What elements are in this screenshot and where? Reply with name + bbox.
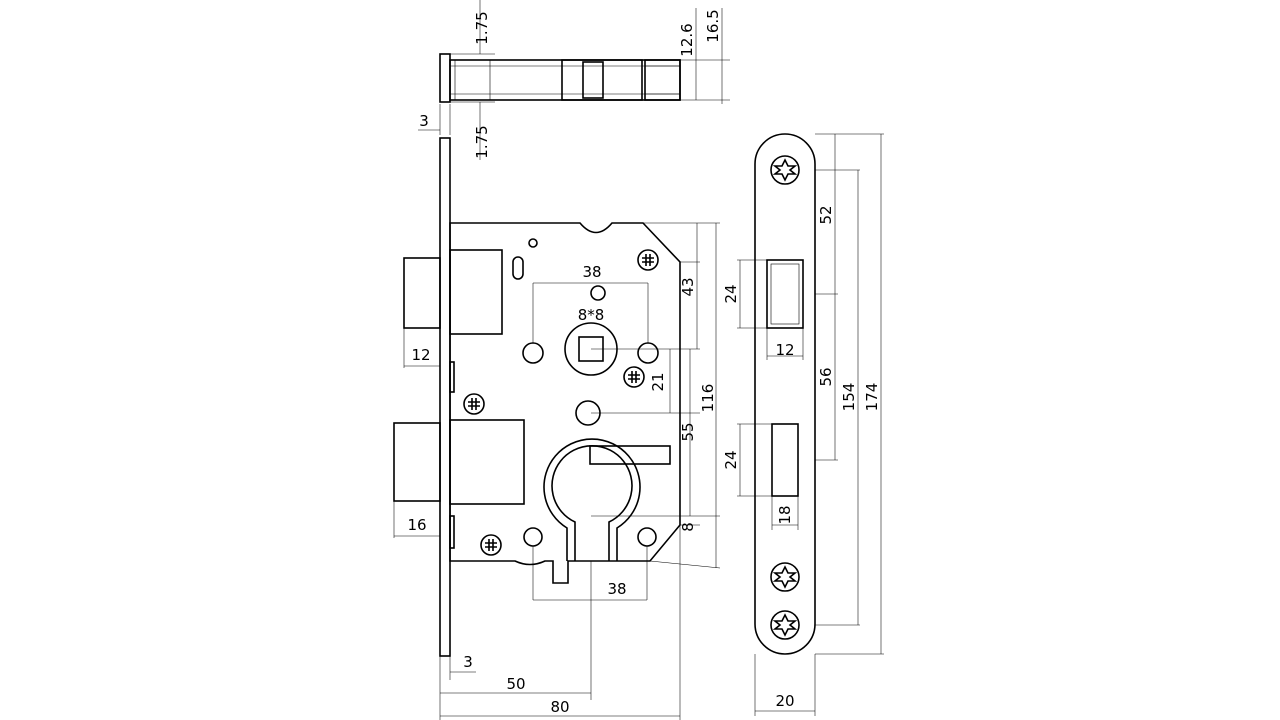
case-screw: [637, 249, 659, 271]
top-view: 1.75 12.6 16.5 3 1.75: [418, 0, 730, 160]
front-view: 38 8*8 12 16 21 43 116 55 8 38 3 50 80: [393, 137, 721, 720]
dim-12: 12: [411, 346, 430, 364]
spindle-label: 8*8: [578, 306, 605, 324]
bolt-opening: [771, 423, 799, 497]
top-spindle-hub: [561, 59, 643, 101]
strike-plate: 24 12 24 18 52 56 154 174 20: [722, 133, 884, 716]
strike-dim-52: 52: [817, 205, 835, 224]
strike-dim-24-top: 24: [722, 284, 740, 303]
dim-16: 16: [407, 516, 426, 534]
latch-bolt-body: [449, 249, 503, 335]
dim-3: 3: [463, 653, 473, 671]
strike-dim-154: 154: [840, 383, 858, 412]
slot: [512, 256, 524, 280]
lock-case: [449, 222, 681, 584]
top-dim-1.75-lower: 1.75: [473, 125, 491, 158]
dim-21: 21: [649, 372, 667, 391]
dim-43: 43: [679, 277, 697, 296]
strike-screw-top: [770, 155, 800, 185]
top-dim-16.5: 16.5: [704, 9, 722, 42]
dim-38-bottom: 38: [607, 580, 626, 598]
strike-dim-56: 56: [817, 367, 835, 386]
strike-screw-bottom: [770, 610, 800, 640]
top-dim-3: 3: [419, 112, 429, 130]
top-faceplate: [439, 53, 451, 103]
strike-screw-middle: [770, 562, 800, 592]
faceplate: [439, 137, 451, 657]
top-cylinder-boss: [644, 59, 681, 101]
top-dim-12.6: 12.6: [678, 23, 696, 56]
dim-8: 8: [679, 522, 697, 532]
case-screw: [463, 393, 485, 415]
dim-55: 55: [679, 422, 697, 441]
strike-dim-174: 174: [863, 383, 881, 412]
dead-bolt-body: [449, 419, 525, 505]
dim-50: 50: [506, 675, 525, 693]
case-screw: [623, 366, 645, 388]
cylinder-cutout: [551, 444, 633, 561]
dim-38-top: 38: [582, 263, 601, 281]
dead-bolt: [393, 422, 441, 502]
case-screw: [480, 534, 502, 556]
strike-dim-12: 12: [775, 341, 794, 359]
top-follower: [582, 61, 604, 99]
strike-dim-18: 18: [776, 505, 794, 524]
dim-116: 116: [699, 384, 717, 413]
top-dim-1.75-upper: 1.75: [473, 11, 491, 44]
strike-dim-20: 20: [775, 692, 794, 710]
latch-bolt: [403, 257, 441, 329]
strike-plate-outline: [754, 133, 816, 655]
slot-window: [589, 445, 671, 465]
dim-80: 80: [550, 698, 569, 716]
strike-dim-24-bottom: 24: [722, 450, 740, 469]
latch-opening: [766, 259, 804, 329]
